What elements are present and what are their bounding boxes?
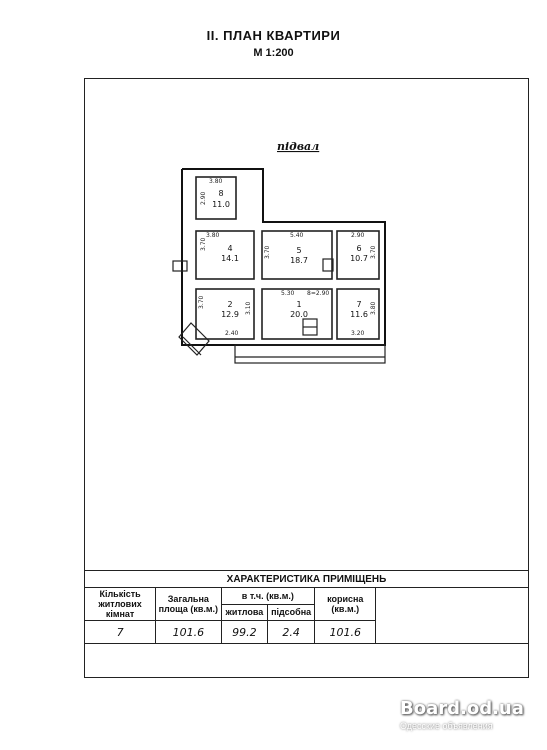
room-2-outline [195,288,255,340]
annex-structures [172,258,386,364]
col-total-area: Загальна площа (кв.м.) [155,587,222,621]
watermark-subtitle: Одесские объявления [400,721,493,731]
value-rooms-count: 7 [83,620,157,644]
dimension: 3.70 [370,245,377,259]
dimension: 3.80 [206,232,220,239]
col-useful: корисна (кв.м.) [314,587,377,621]
dimension: 3.80 [209,178,223,185]
dimension: 3.20 [351,330,365,337]
dimension: 2.90 [200,191,207,205]
dimension: 2.90 [351,232,365,239]
corner-porch [178,322,210,356]
floor-label: підвал [277,140,319,153]
dimension: 8=2.90 [307,290,329,297]
floor-plan-drawing: підвал 8 11.0 [172,140,386,364]
room-area: 14.1 [221,254,239,263]
room-1-outline [261,288,333,340]
room-number: 2 [227,300,232,309]
characteristics-table: ХАРАКТЕРИСТИКА ПРИМІЩЕНЬ Кількість житло… [83,570,529,644]
watermark: Board.od.ua Одесские объявления [400,698,540,731]
table-title: ХАРАКТЕРИСТИКА ПРИМІЩЕНЬ [84,570,529,588]
front-step [234,344,386,364]
dimension-labels: 3.80 2.90 3.80 3.70 5.40 3.70 2.90 3.70 … [198,178,377,337]
col-rooms-count: Кількість житлових кімнат [83,587,157,621]
col-living: житлова [220,603,269,621]
room-4-outline [195,230,255,280]
value-useful: 101.6 [314,620,377,644]
room-5-outline [261,230,333,280]
dimension: 3.70 [198,295,205,309]
dimension: 3.80 [370,301,377,315]
room-6-outline [336,230,380,280]
room-number: 1 [296,300,301,309]
room-number: 4 [227,244,232,253]
room-7-outline [336,288,380,340]
watermark-logo: Board.od.ua [400,698,524,719]
dimension: 3.70 [200,237,207,251]
room-area: 10.7 [350,254,368,263]
room-8-outline [195,176,237,220]
room-area: 20.0 [290,310,308,319]
dimension: 3.10 [245,301,252,315]
dimension: 5.30 [281,290,295,297]
room-number: 8 [218,189,223,198]
value-auxiliary: 2.4 [267,620,316,644]
table-blank-area [375,587,529,644]
dimension: 5.40 [290,232,304,239]
room-number: 6 [356,244,361,253]
room-outlines [195,176,380,340]
value-living: 99.2 [220,620,269,644]
room-number: 5 [296,246,301,255]
scale-label: М 1:200 [253,47,294,59]
room-area: 11.6 [350,310,368,319]
room-number: 7 [356,300,361,309]
col-including: в т.ч. (кв.м.) [220,587,316,605]
col-auxiliary: підсобна [267,603,316,621]
stair-5 [322,258,334,272]
room-area: 18.7 [290,256,308,265]
left-porch [172,260,188,272]
outer-walls [181,168,386,346]
dimension: 3.70 [264,245,271,259]
room-area: 12.9 [221,310,239,319]
room-area: 11.0 [212,200,230,209]
value-total-area: 101.6 [155,620,222,644]
room-labels: 8 11.0 4 14.1 5 18.7 6 10.7 2 12.9 1 20.… [212,189,368,319]
dimension: 2.40 [225,330,239,337]
plan-sheet: підвал 8 11.0 [84,78,529,678]
page-title: II. ПЛАН КВАРТИРИ [206,28,341,43]
